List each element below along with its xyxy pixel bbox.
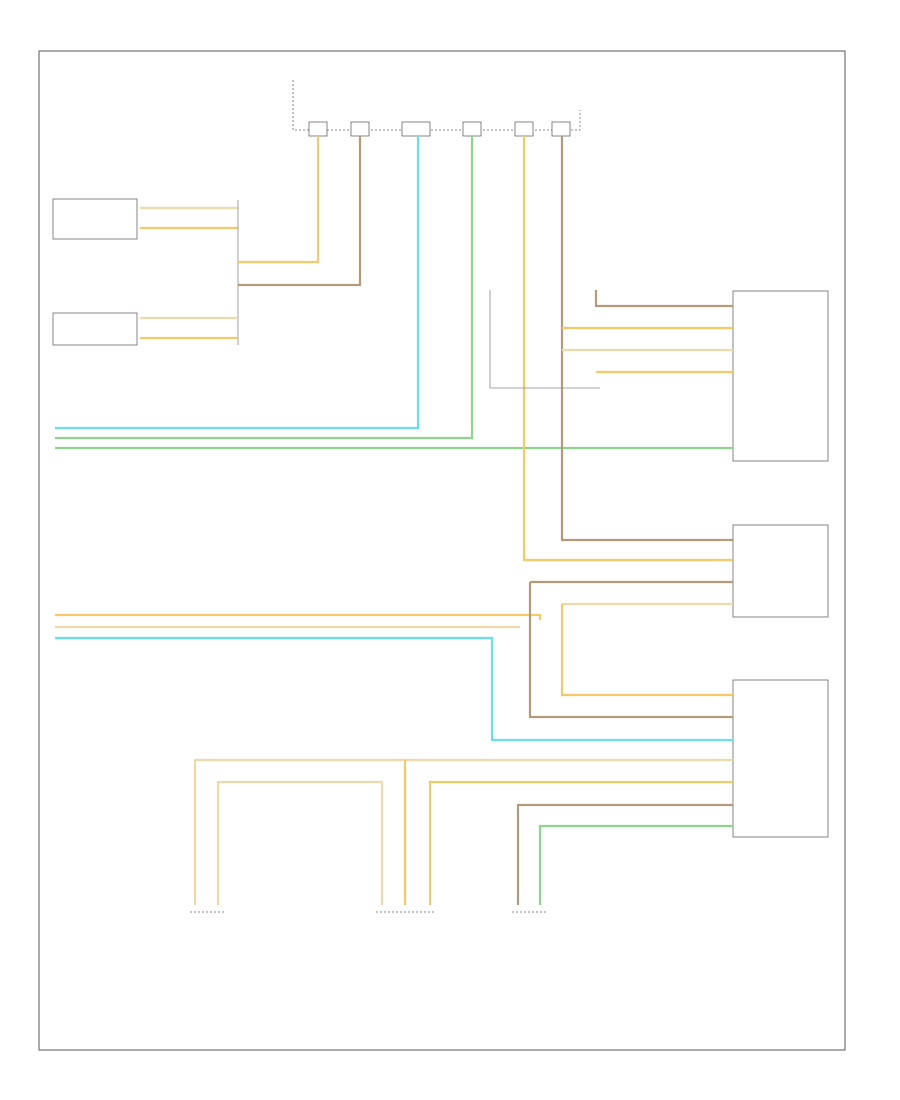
wire-orange-lower-right xyxy=(560,604,733,697)
connector-pin xyxy=(401,121,431,137)
wire-orange-vertical xyxy=(238,136,320,264)
left-component-lower xyxy=(52,312,138,346)
wire-brown-right xyxy=(560,136,733,542)
connector-pin xyxy=(462,121,482,137)
wire-cyan xyxy=(55,136,420,430)
wire-green xyxy=(55,136,474,440)
wire-brown-vertical xyxy=(238,136,362,287)
diagram-border xyxy=(38,50,846,1051)
right-component-middle xyxy=(732,524,829,618)
wire-tan-lower-2 xyxy=(216,780,384,905)
left-component-upper xyxy=(52,198,138,240)
wire-brown-lower-right xyxy=(528,582,733,719)
wire-brown-lower xyxy=(516,803,733,905)
connector-pin xyxy=(308,121,328,137)
right-component-lower xyxy=(732,679,829,838)
wire-green-lower xyxy=(538,824,733,905)
wire-orange-right xyxy=(522,136,733,562)
top-connector-bracket xyxy=(292,80,581,131)
right-component-upper xyxy=(732,290,829,462)
wire-orange-left-mid xyxy=(55,613,542,620)
wire-tan-lower xyxy=(193,758,733,905)
connector-pin xyxy=(551,121,571,137)
connector-pin xyxy=(514,121,534,137)
wire-orange-lower-2 xyxy=(428,780,733,905)
top-connector-group xyxy=(292,80,581,137)
wire-cyan-lower xyxy=(55,636,733,742)
wire-brown-upper-right xyxy=(594,290,733,308)
wires xyxy=(55,136,733,905)
top-connector-pins xyxy=(308,121,571,137)
connector-pin xyxy=(350,121,370,137)
